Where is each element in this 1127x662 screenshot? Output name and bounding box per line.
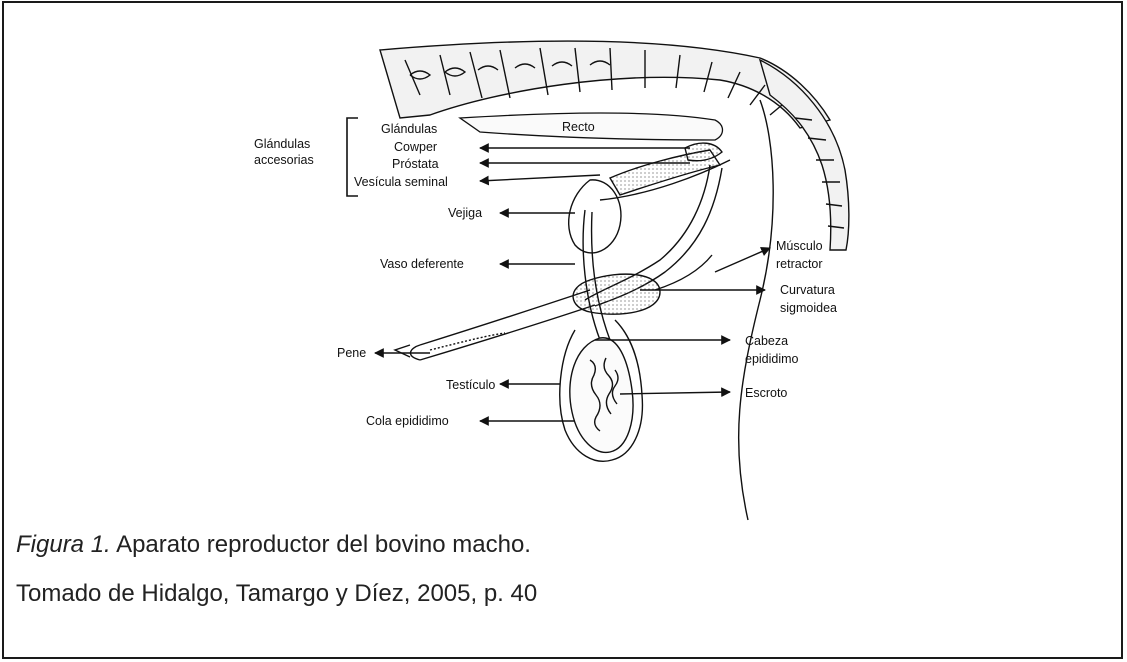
- label-glandulas-accesorias-line2: accesorias: [254, 153, 314, 167]
- label-vaso-deferente: Vaso deferente: [380, 257, 464, 271]
- label-glandulas-accesorias-line1: Glándulas: [254, 137, 310, 151]
- figure-caption-text: Aparato reproductor del bovino macho.: [111, 531, 531, 558]
- label-musculo-retractor-line1: Músculo: [776, 239, 823, 253]
- label-curvatura-sigmoidea-line1: Curvatura: [780, 283, 835, 297]
- label-musculo-retractor-line2: retractor: [776, 257, 823, 271]
- label-escroto: Escroto: [745, 386, 787, 400]
- label-testiculo: Testículo: [446, 378, 495, 392]
- figure-caption: Figura 1. Aparato reproductor del bovino…: [16, 531, 531, 559]
- label-recto: Recto: [562, 120, 595, 134]
- label-cowper: Cowper: [394, 140, 437, 154]
- label-cabeza-epididimo-line1: Cabeza: [745, 334, 788, 348]
- figure-source: Tomado de Hidalgo, Tamargo y Díez, 2005,…: [16, 580, 537, 608]
- testis-drawing: [560, 320, 643, 461]
- label-curvatura-sigmoidea-line2: sigmoidea: [780, 301, 837, 315]
- label-vejiga: Vejiga: [448, 206, 482, 220]
- figure-number: Figura 1.: [16, 531, 111, 558]
- label-prostata: Próstata: [392, 157, 439, 171]
- label-cabeza-epididimo-line2: epididimo: [745, 352, 799, 366]
- label-pene: Pene: [337, 346, 366, 360]
- label-glandulas: Glándulas: [381, 122, 437, 136]
- label-vesicula-seminal: Vesícula seminal: [354, 175, 448, 189]
- label-cola-epididimo: Cola epididimo: [366, 414, 449, 428]
